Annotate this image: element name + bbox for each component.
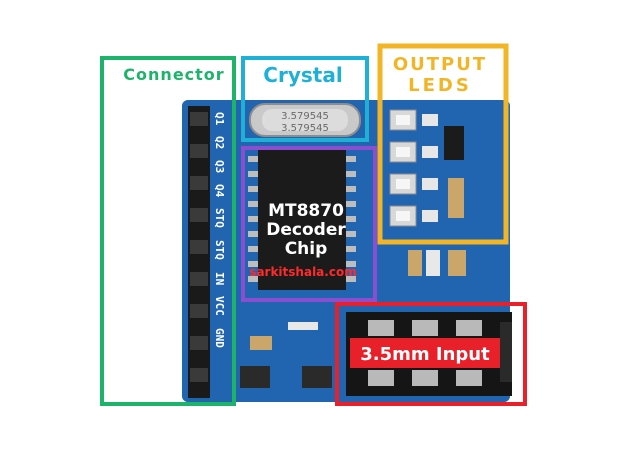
pin-label: STQ: [213, 208, 226, 228]
led-resistor: [422, 114, 438, 126]
output-leds-label-line-2: LEDS: [408, 75, 472, 96]
crystal-marking-2: 3.579545: [281, 123, 329, 134]
header-pin: [190, 176, 208, 190]
pin-label: VCC: [213, 296, 226, 316]
smd-components: [240, 126, 466, 388]
pin-label: Q2: [213, 136, 226, 149]
led-lens: [396, 115, 410, 125]
header-pin: [190, 144, 208, 158]
led-lens: [396, 211, 410, 221]
crystal-label: Crystal: [263, 63, 342, 87]
pin-label: Q1: [213, 112, 226, 126]
chip-label-line-2: Decoder: [266, 220, 346, 240]
connector-label: Connector: [123, 65, 224, 84]
input-box: [335, 302, 527, 406]
chip-leg: [248, 201, 258, 207]
chip-box: [241, 146, 377, 302]
input-label-bg: [350, 338, 500, 368]
led-lens: [396, 179, 410, 189]
pin-label: Q4: [213, 184, 226, 198]
pin-label: Q3: [213, 160, 226, 173]
header-pin: [190, 336, 208, 350]
crystal-box: [241, 56, 369, 142]
header-pin: [190, 304, 208, 318]
chip-leg: [346, 216, 356, 222]
led-lens: [396, 147, 410, 157]
header-pin: [190, 272, 208, 286]
chip-leg: [346, 186, 356, 192]
chip-leg: [346, 156, 356, 162]
led-resistor: [422, 178, 438, 190]
header-pin: [190, 240, 208, 254]
chip-leg: [248, 261, 258, 267]
chip-leg: [346, 276, 356, 282]
chip-label-line-1: MT8870: [268, 201, 344, 221]
chip-leg: [346, 246, 356, 252]
pin-label: STQ: [213, 240, 226, 260]
connector-box: [100, 56, 236, 406]
header-pin: [190, 112, 208, 126]
crystal-component: 3.579545 3.579545: [249, 103, 361, 137]
chip-leg: [346, 201, 356, 207]
chip-label-line-3: Chip: [285, 239, 328, 259]
chip-leg: [346, 231, 356, 237]
watermark-text: sarkitshala.com: [249, 265, 356, 279]
chip-leg: [248, 156, 258, 162]
input-label: 3.5mm Input: [360, 344, 490, 365]
output-leds-label-line-1: OUTPUT: [393, 54, 487, 75]
output-leds-box: [377, 43, 509, 245]
chip-leg: [248, 276, 258, 282]
chip-leg: [248, 186, 258, 192]
chip-leg: [248, 171, 258, 177]
crystal-marking-1: 3.579545: [281, 111, 329, 122]
header-pin: [190, 208, 208, 222]
chip-leg: [346, 261, 356, 267]
chip-leg: [346, 171, 356, 177]
pin-label: IN: [213, 272, 226, 285]
led-resistor: [422, 210, 438, 222]
output-leds: [389, 109, 438, 227]
chip-leg: [248, 231, 258, 237]
chip-leg: [248, 246, 258, 252]
decoder-chip: MT8870 Decoder Chip sarkitshala.com: [248, 150, 357, 290]
led-resistor: [422, 146, 438, 158]
header-pin: [190, 368, 208, 382]
pin-label: GND: [213, 328, 226, 348]
chip-leg: [248, 216, 258, 222]
header-pins: [188, 106, 210, 398]
